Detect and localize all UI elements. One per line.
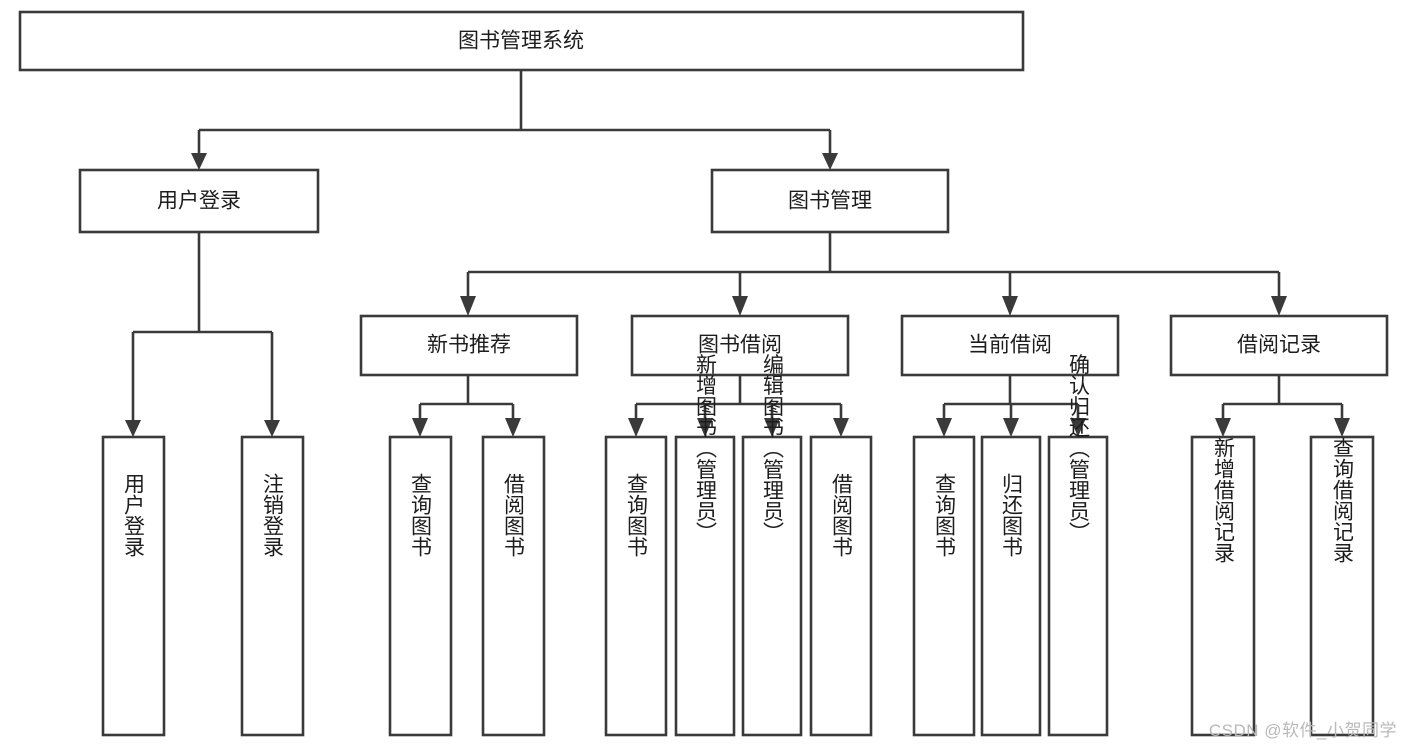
node-current-borrow[interactable]: 当前借阅 — [900, 314, 1120, 377]
leaf-new-book-query[interactable]: 查询图书 — [388, 435, 453, 737]
arrow-head-cb-leaf2 — [1003, 418, 1019, 437]
node-root-rect — [18, 10, 1025, 72]
node-root-label: 图书管理系统 — [458, 30, 584, 53]
node-user-login-label: 用户登录 — [157, 190, 241, 213]
node-book-borrow-label: 图书借阅 — [698, 334, 782, 357]
leaf-new-book-query-label: 查询图书 — [409, 473, 433, 557]
leaf-new-book-borrow-label: 借阅图书 — [502, 473, 526, 557]
leaf-user-login-login-label: 用户登录 — [122, 473, 146, 557]
leaf-user-login-login-rect — [101, 435, 166, 737]
arrow-head-nb-leaf1 — [412, 418, 428, 437]
leaf-book-borrow-borrow[interactable]: 借阅图书 — [809, 435, 873, 737]
node-current-borrow-label: 当前借阅 — [968, 334, 1052, 357]
leaf-book-borrow-query-rect — [604, 435, 668, 737]
leaf-book-borrow-borrow-rect — [809, 435, 873, 737]
connector-group — [125, 70, 1350, 437]
leaf-current-borrow-confirm[interactable]: 确认归还（管理员） — [1047, 354, 1109, 737]
arrow-head-cb-leaf1 — [936, 418, 952, 437]
leaf-borrow-record-add[interactable]: 新增借阅记录 — [1190, 435, 1256, 737]
node-user-login[interactable]: 用户登录 — [78, 168, 320, 234]
node-book-management-rect — [710, 168, 950, 234]
node-borrow-record-rect — [1169, 314, 1389, 377]
arrow-head-bb-leaf4 — [833, 418, 849, 437]
leaf-current-borrow-return-label: 归还图书 — [1000, 473, 1024, 557]
arrow-head-new-book — [460, 296, 476, 316]
leaf-book-borrow-edit[interactable]: 编辑图书（管理员） — [741, 354, 803, 737]
leaf-borrow-record-add-label: 新增借阅记录 — [1212, 437, 1236, 563]
leaf-book-borrow-borrow-label: 借阅图书 — [830, 473, 854, 557]
leaf-current-borrow-query[interactable]: 查询图书 — [912, 435, 976, 737]
node-borrow-record-label: 借阅记录 — [1237, 334, 1321, 357]
leaf-new-book-borrow[interactable]: 借阅图书 — [481, 435, 546, 737]
node-book-borrow-rect — [630, 314, 850, 377]
arrow-head-br-leaf2 — [1334, 418, 1350, 437]
leaf-new-book-borrow-rect — [481, 435, 546, 737]
leaf-current-borrow-confirm-label: 确认归还（管理员） — [1067, 354, 1091, 543]
arrow-head-cb-leaf3 — [1070, 418, 1086, 437]
arrow-head-leaf-logout — [264, 420, 280, 437]
node-borrow-record[interactable]: 借阅记录 — [1169, 314, 1389, 377]
node-root-system[interactable]: 图书管理系统 — [18, 10, 1025, 72]
arrow-head-book-borrow — [732, 296, 748, 316]
arrow-head-bb-leaf2 — [697, 418, 713, 437]
leaf-book-borrow-edit-label: 编辑图书（管理员） — [761, 354, 785, 543]
arrow-head-bb-leaf3 — [764, 418, 780, 437]
arrow-head-book-manage — [822, 153, 838, 170]
leaf-borrow-record-query[interactable]: 查询借阅记录 — [1309, 435, 1375, 737]
leaf-book-borrow-edit-rect — [741, 435, 803, 737]
leaf-current-borrow-confirm-rect — [1047, 435, 1109, 737]
node-book-management[interactable]: 图书管理 — [710, 168, 950, 234]
node-book-borrow[interactable]: 图书借阅 — [630, 314, 850, 377]
leaf-borrow-record-add-rect — [1190, 435, 1256, 737]
leaf-book-borrow-add-rect — [674, 435, 736, 737]
leaf-current-borrow-query-label: 查询图书 — [933, 473, 957, 557]
node-new-book-recommend-label: 新书推荐 — [427, 334, 511, 357]
leaf-book-borrow-query[interactable]: 查询图书 — [604, 435, 668, 737]
arrow-head-current-borrow — [1002, 296, 1018, 316]
arrow-head-bb-leaf1 — [628, 418, 644, 437]
leaf-current-borrow-return-rect — [980, 435, 1042, 737]
leaf-current-borrow-query-rect — [912, 435, 976, 737]
node-book-management-label: 图书管理 — [788, 190, 872, 213]
leaf-user-login-logout-label: 注销登录 — [261, 473, 285, 557]
leaf-current-borrow-return[interactable]: 归还图书 — [980, 435, 1042, 737]
node-user-login-rect — [78, 168, 320, 234]
leaf-book-borrow-add[interactable]: 新增图书（管理员） — [674, 354, 736, 737]
arrow-head-leaf-user-login — [125, 420, 141, 437]
leaf-borrow-record-query-rect — [1309, 435, 1375, 737]
arrow-head-borrow-record — [1271, 296, 1287, 316]
leaf-book-borrow-query-label: 查询图书 — [625, 473, 649, 557]
leaf-book-borrow-add-label: 新增图书（管理员） — [694, 354, 718, 543]
node-new-book-recommend-rect — [359, 314, 579, 377]
leaf-user-login-login[interactable]: 用户登录 — [101, 435, 166, 737]
leaf-user-login-logout[interactable]: 注销登录 — [240, 435, 305, 737]
arrow-head-nb-leaf2 — [505, 418, 521, 437]
leaf-borrow-record-query-label: 查询借阅记录 — [1331, 437, 1355, 563]
arrow-head-br-leaf1 — [1215, 418, 1231, 437]
leaf-user-login-logout-rect — [240, 435, 305, 737]
arrow-head-user-login — [191, 153, 207, 170]
node-current-borrow-rect — [900, 314, 1120, 377]
leaf-new-book-query-rect — [388, 435, 453, 737]
node-new-book-recommend[interactable]: 新书推荐 — [359, 314, 579, 377]
